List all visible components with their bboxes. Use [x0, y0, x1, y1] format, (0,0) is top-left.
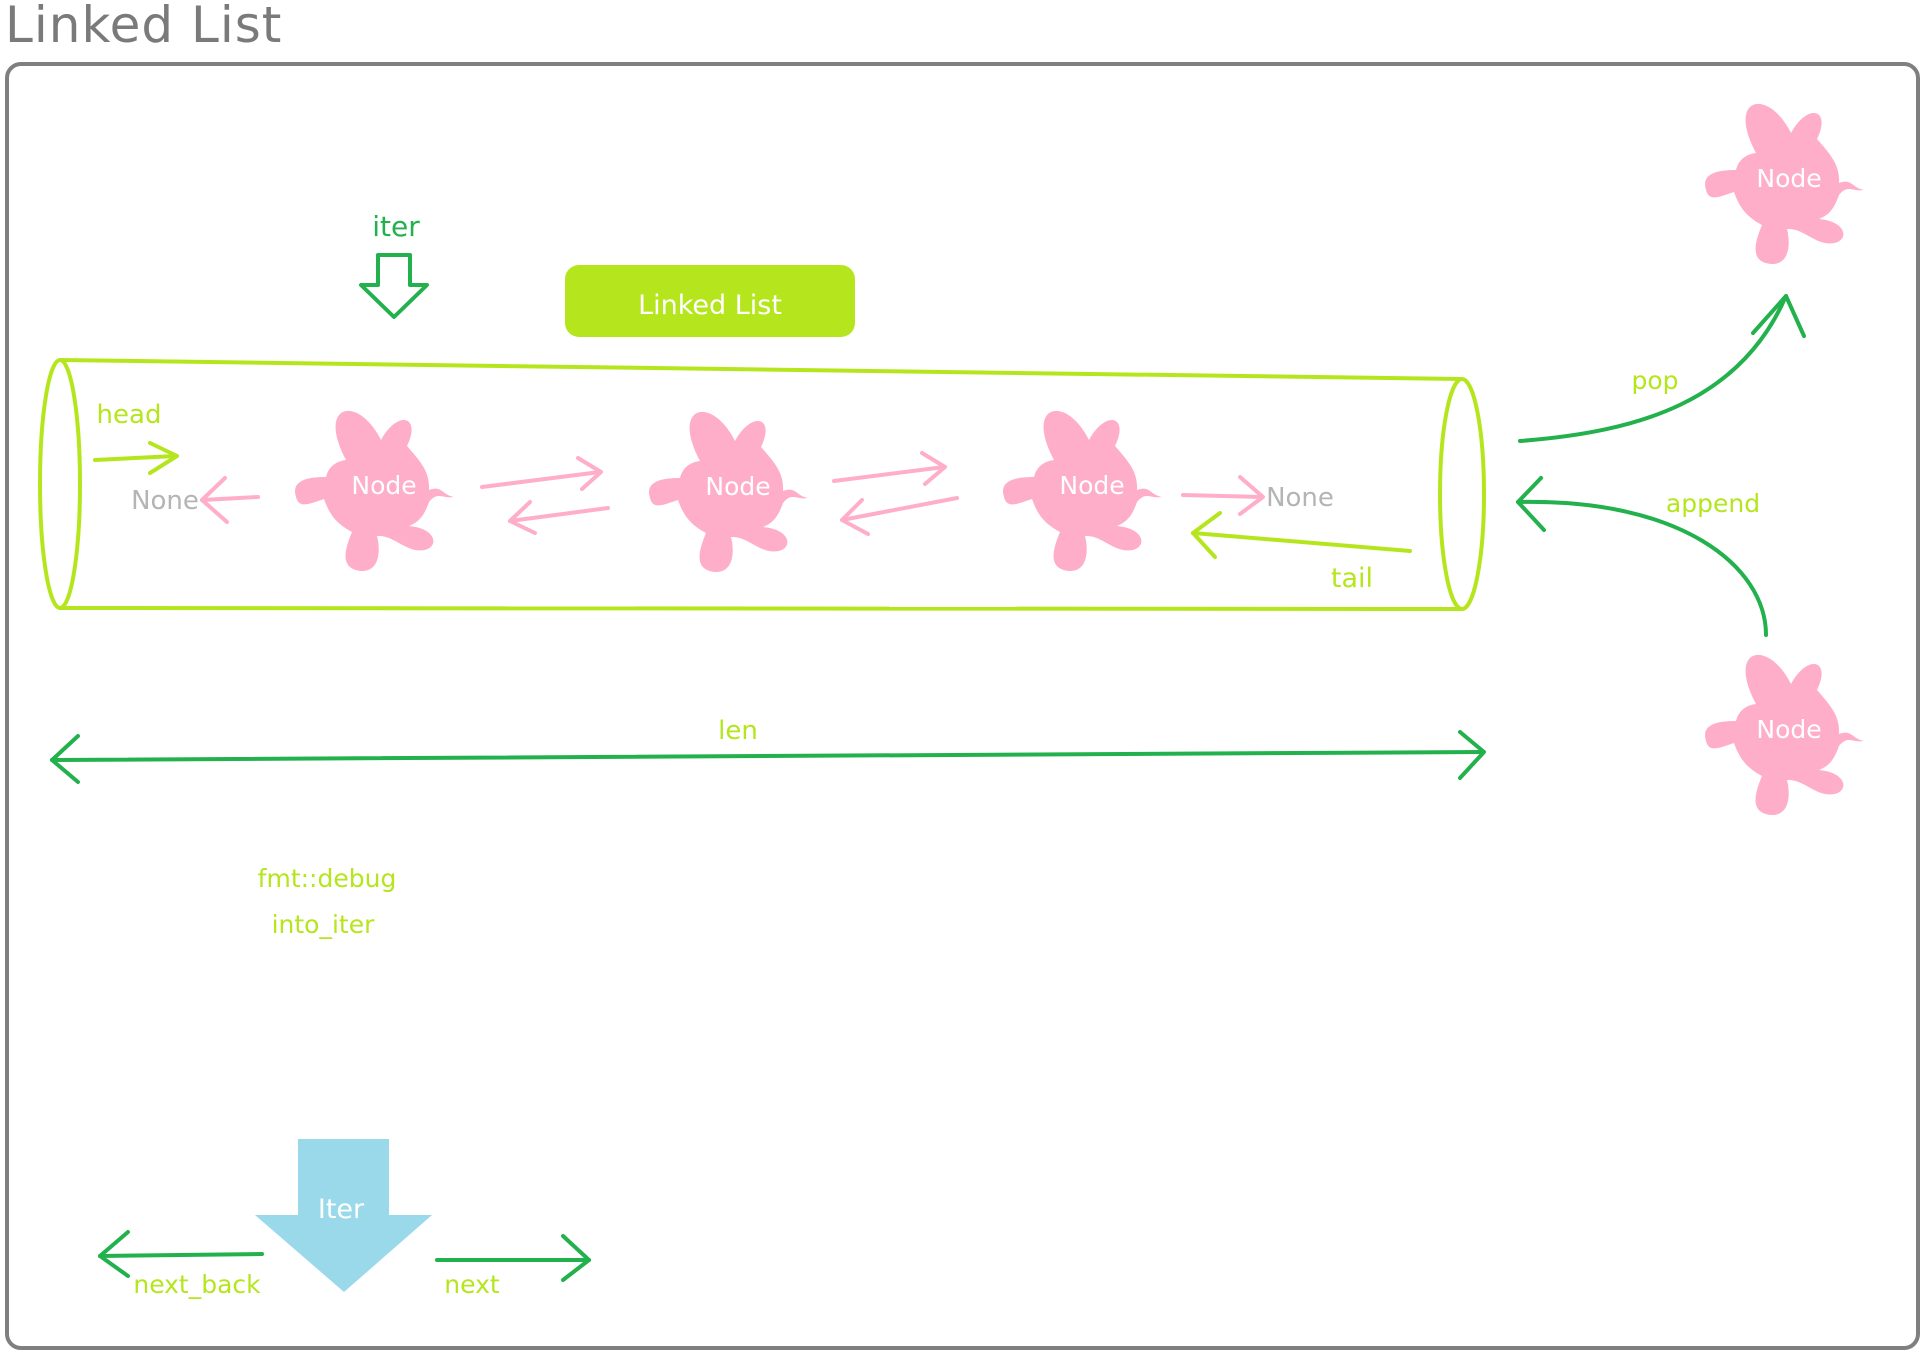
link-arrows-1-2-icon — [480, 456, 610, 535]
container-badge-label: Linked List — [638, 290, 782, 321]
into-iter-label: into_iter — [272, 910, 376, 939]
next-label: next — [444, 1270, 500, 1299]
container-badge — [565, 265, 855, 337]
fmt-debug-label: fmt::debug — [258, 864, 397, 893]
node-2: Node — [649, 411, 808, 573]
next-back-arrow-icon — [98, 1230, 264, 1278]
len-label: len — [718, 716, 758, 746]
popped-node-label: Node — [1756, 164, 1821, 193]
page-title: Linked List — [5, 0, 283, 54]
popped-node: Node — [1705, 103, 1864, 265]
linked-list-container — [38, 358, 1486, 611]
node-3-label: Node — [1059, 471, 1124, 500]
none-label-end: None — [1266, 483, 1334, 513]
link-arrows-2-3-icon — [832, 451, 959, 536]
next-back-label: next_back — [133, 1270, 261, 1299]
append-arrow-icon — [1516, 476, 1768, 637]
node-1: Node — [295, 410, 454, 572]
appended-node: Node — [1705, 654, 1864, 816]
next-arrow-icon — [435, 1234, 591, 1282]
iter-down-arrow-icon — [359, 253, 429, 319]
append-label: append — [1666, 489, 1760, 518]
tail-label: tail — [1331, 563, 1373, 594]
next-none-arrow-icon — [1181, 475, 1265, 516]
pop-arrow-icon — [1518, 294, 1806, 443]
len-arrow-icon — [50, 730, 1486, 784]
head-arrow-icon — [93, 441, 179, 475]
pop-label: pop — [1631, 366, 1678, 395]
tail-arrow-icon — [1191, 511, 1412, 559]
iter-label: iter — [372, 210, 420, 243]
outer-frame — [5, 62, 1920, 1350]
appended-node-label: Node — [1756, 715, 1821, 744]
none-label-start: None — [131, 486, 199, 516]
head-label: head — [97, 400, 162, 430]
node-2-label: Node — [705, 472, 770, 501]
node-3: Node — [1003, 410, 1162, 572]
prev-none-arrow-icon — [200, 476, 260, 524]
iter-struct-arrow-icon — [255, 1139, 432, 1292]
node-1-label: Node — [351, 471, 416, 500]
iter-struct-label: Iter — [318, 1194, 365, 1225]
